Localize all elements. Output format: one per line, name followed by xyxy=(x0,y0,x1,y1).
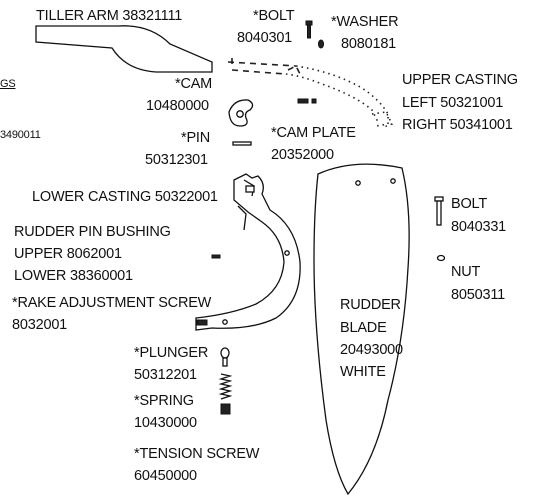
upper-casting-drawing xyxy=(227,58,389,127)
lower-casting-drawing xyxy=(195,173,301,331)
nut-drawing xyxy=(436,254,446,262)
plunger-drawing xyxy=(220,347,230,367)
cam-number: 10480000 xyxy=(146,98,209,114)
rudder-label: RUDDER xyxy=(340,297,401,313)
rake-adjustment-screw-drawing xyxy=(196,319,208,326)
nut-number: 8050311 xyxy=(451,287,505,303)
rake-screw-label: *RAKE ADJUSTMENT SCREW xyxy=(12,295,212,311)
bushing-lower-number: LOWER 38360001 xyxy=(14,268,133,284)
tension-screw-drawing xyxy=(220,403,231,415)
nut-label: NUT xyxy=(451,264,481,280)
right-bolt-label: BOLT xyxy=(451,196,487,212)
tension-screw-number: 60450000 xyxy=(134,468,197,484)
cam-label: *CAM xyxy=(175,76,213,92)
cam-plate-number: 20352000 xyxy=(271,147,334,163)
spring-drawing xyxy=(218,373,233,400)
cam-plate-label: *CAM PLATE xyxy=(271,125,356,141)
upper-casting-left: LEFT 50321001 xyxy=(402,95,504,111)
cut-off-number: 3490011 xyxy=(0,129,41,141)
tiller-arm-drawing xyxy=(35,25,213,73)
rudder-pin-bushing-drawing xyxy=(211,254,221,259)
bushing-upper-number: UPPER 8062001 xyxy=(14,246,122,262)
cam-drawing xyxy=(228,99,254,127)
blade-number: 20493000 xyxy=(340,342,403,358)
pin-label: *PIN xyxy=(181,130,211,146)
lower-casting-label: LOWER CASTING 50322001 xyxy=(32,189,218,205)
right-bolt-number: 8040331 xyxy=(451,219,507,235)
right-bolt-drawing xyxy=(434,196,444,226)
washer-number: 8080181 xyxy=(341,36,397,52)
top-bolt-number: 8040301 xyxy=(237,30,293,46)
blade-color: WHITE xyxy=(340,364,386,380)
upper-casting-label: UPPER CASTING xyxy=(402,72,518,88)
top-bolt-drawing xyxy=(305,20,313,39)
plunger-number: 50312201 xyxy=(134,367,197,383)
blade-label: BLADE xyxy=(340,320,387,336)
rudder-pin-bushing-label: RUDDER PIN BUSHING xyxy=(14,224,171,240)
washer-drawing xyxy=(318,39,324,49)
pin-drawing xyxy=(232,141,252,146)
spring-label: *SPRING xyxy=(134,393,194,409)
plunger-label: *PLUNGER xyxy=(134,345,209,361)
cut-off-label: GS xyxy=(0,78,16,90)
rake-screw-number: 8032001 xyxy=(12,317,68,333)
washer-label: *WASHER xyxy=(331,14,399,30)
pin-number: 50312301 xyxy=(145,152,208,168)
spring-number: 10430000 xyxy=(134,415,197,431)
tiller-arm-label: TILLER ARM 38321111 xyxy=(36,8,183,24)
top-bolt-label: *BOLT xyxy=(253,8,295,24)
tension-screw-label: *TENSION SCREW xyxy=(134,446,260,462)
upper-casting-right: RIGHT 50341001 xyxy=(402,117,513,133)
rudder-blade-drawing xyxy=(313,163,410,496)
